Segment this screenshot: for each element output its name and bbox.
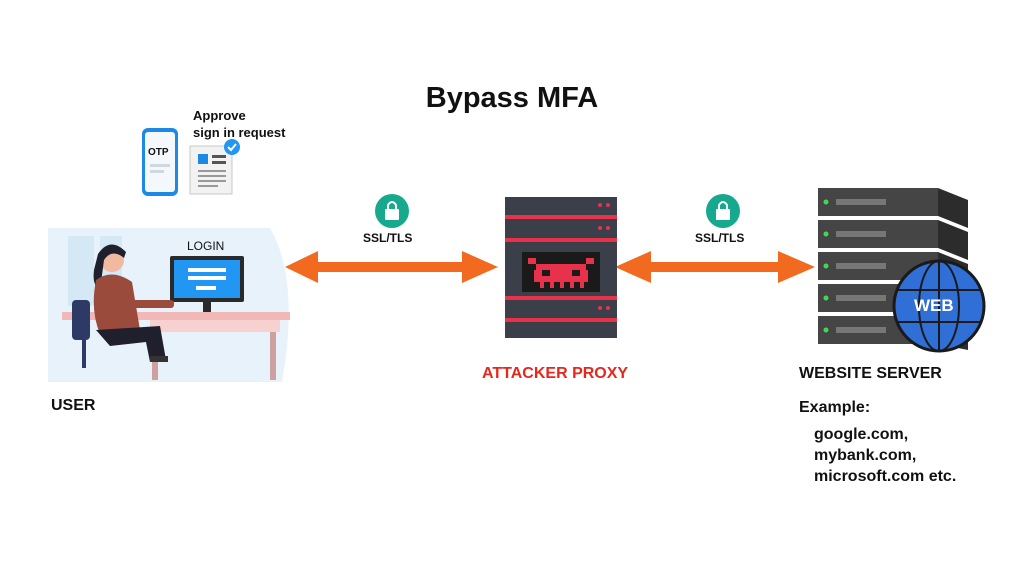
attacker-proxy-label: ATTACKER PROXY: [482, 365, 629, 382]
ssl-label-right: SSL/TLS: [695, 231, 745, 245]
phone-icon: [142, 128, 178, 196]
web-globe-icon: [892, 259, 986, 353]
example-item: microsoft.com etc.: [814, 468, 957, 485]
user-illustration: [48, 228, 290, 382]
website-server-label: WEBSITE SERVER: [799, 365, 942, 382]
web-text: WEB: [914, 296, 954, 315]
left-double-arrow: [285, 251, 498, 283]
right-double-arrow: [615, 251, 815, 283]
example-item: mybank.com,: [814, 447, 917, 464]
ssl-label-left: SSL/TLS: [363, 231, 413, 245]
approve-text-line2: sign in request: [193, 125, 286, 140]
document-icon: [189, 145, 233, 195]
login-text: LOGIN: [187, 239, 225, 253]
user-label: USER: [51, 397, 96, 414]
example-item: google.com,: [814, 426, 909, 443]
example-heading: Example:: [799, 399, 871, 416]
skull-icon: [528, 258, 594, 288]
approve-text-line1: Approve: [193, 108, 246, 123]
check-icon: [224, 139, 240, 155]
example-list: google.com, mybank.com, microsoft.com et…: [814, 424, 956, 487]
otp-text: OTP: [148, 147, 169, 158]
diagram-title: Bypass MFA: [425, 82, 599, 114]
lock-icon-right: [706, 194, 740, 228]
lock-icon-left: [375, 194, 409, 228]
